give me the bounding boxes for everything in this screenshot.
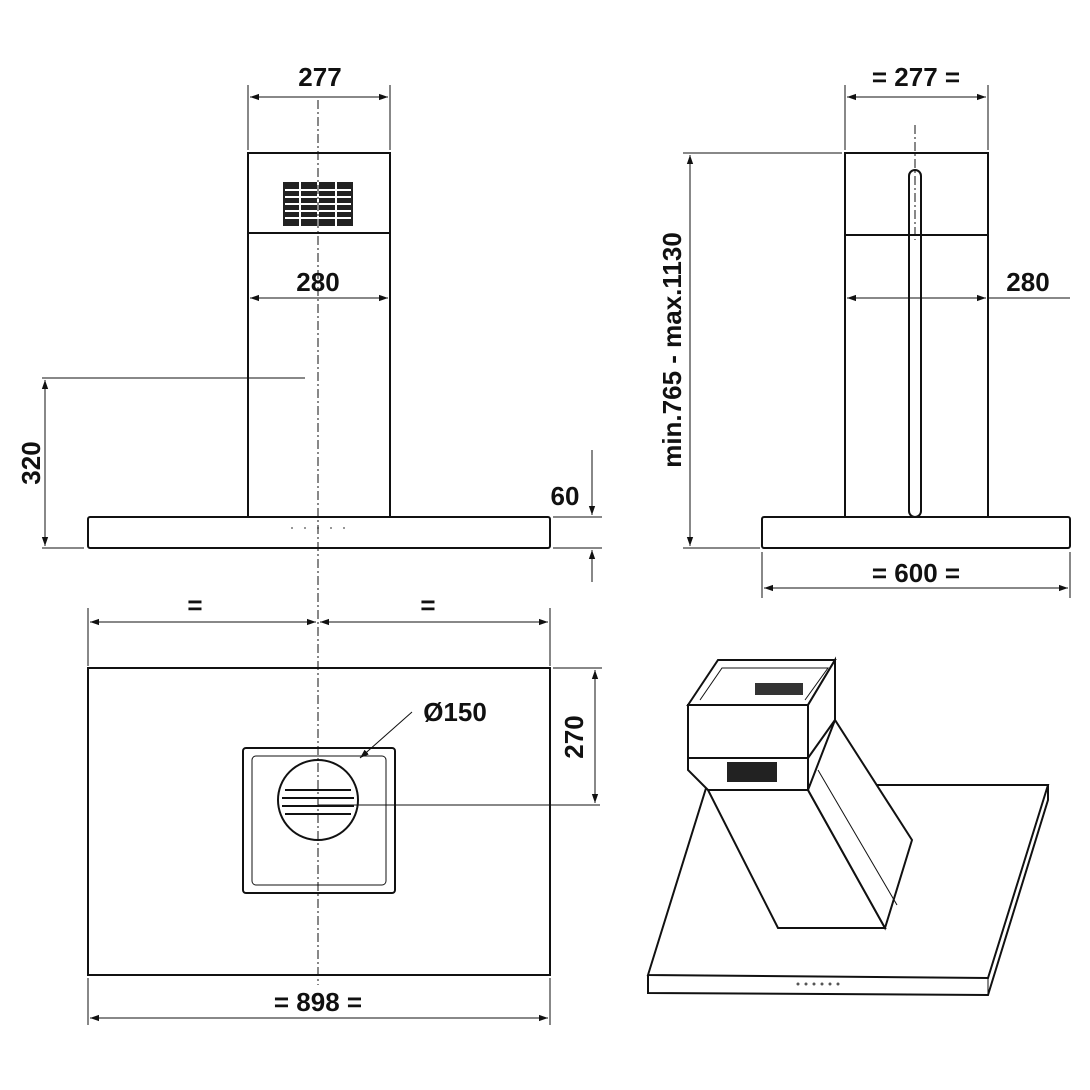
dim-half-right: =	[420, 590, 435, 620]
motor-housing	[242, 747, 396, 894]
top-canopy	[87, 667, 551, 976]
dim-270: 270	[559, 715, 589, 758]
dim-front-top-width: 277	[298, 62, 341, 92]
duct-outlet	[277, 759, 359, 841]
dim-side-top-width: = 277 =	[872, 62, 960, 92]
side-view: = 277 = 280 min.765 - max.1130 = 600 =	[657, 62, 1071, 598]
dim-front-chimney-width: 280	[296, 267, 339, 297]
support-rod	[908, 169, 922, 518]
iso-vent-grille-icon	[727, 762, 777, 782]
dim-depth-600: = 600 =	[872, 558, 960, 588]
top-view: = = Ø150 270 = 898 =	[87, 590, 602, 1025]
dim-width-898: = 898 =	[274, 987, 362, 1017]
iso-control-buttons	[796, 982, 840, 986]
front-canopy	[87, 516, 551, 549]
dim-height-range: min.765 - max.1130	[657, 232, 687, 468]
side-chimney-lower	[844, 234, 989, 518]
fan-grille-icon	[282, 789, 354, 815]
dim-side-chimney-width: 280	[1006, 267, 1049, 297]
dim-duct-diameter: Ø150	[423, 697, 487, 727]
dim-half-left: =	[187, 590, 202, 620]
iso-chimney-upper-front	[687, 704, 809, 759]
side-canopy	[761, 516, 1071, 549]
dim-60: 60	[551, 481, 580, 511]
side-chimney-upper	[844, 152, 989, 236]
isometric-view	[646, 656, 1050, 997]
dim-320: 320	[16, 441, 46, 484]
front-view: 277 280 320 60	[16, 62, 602, 985]
